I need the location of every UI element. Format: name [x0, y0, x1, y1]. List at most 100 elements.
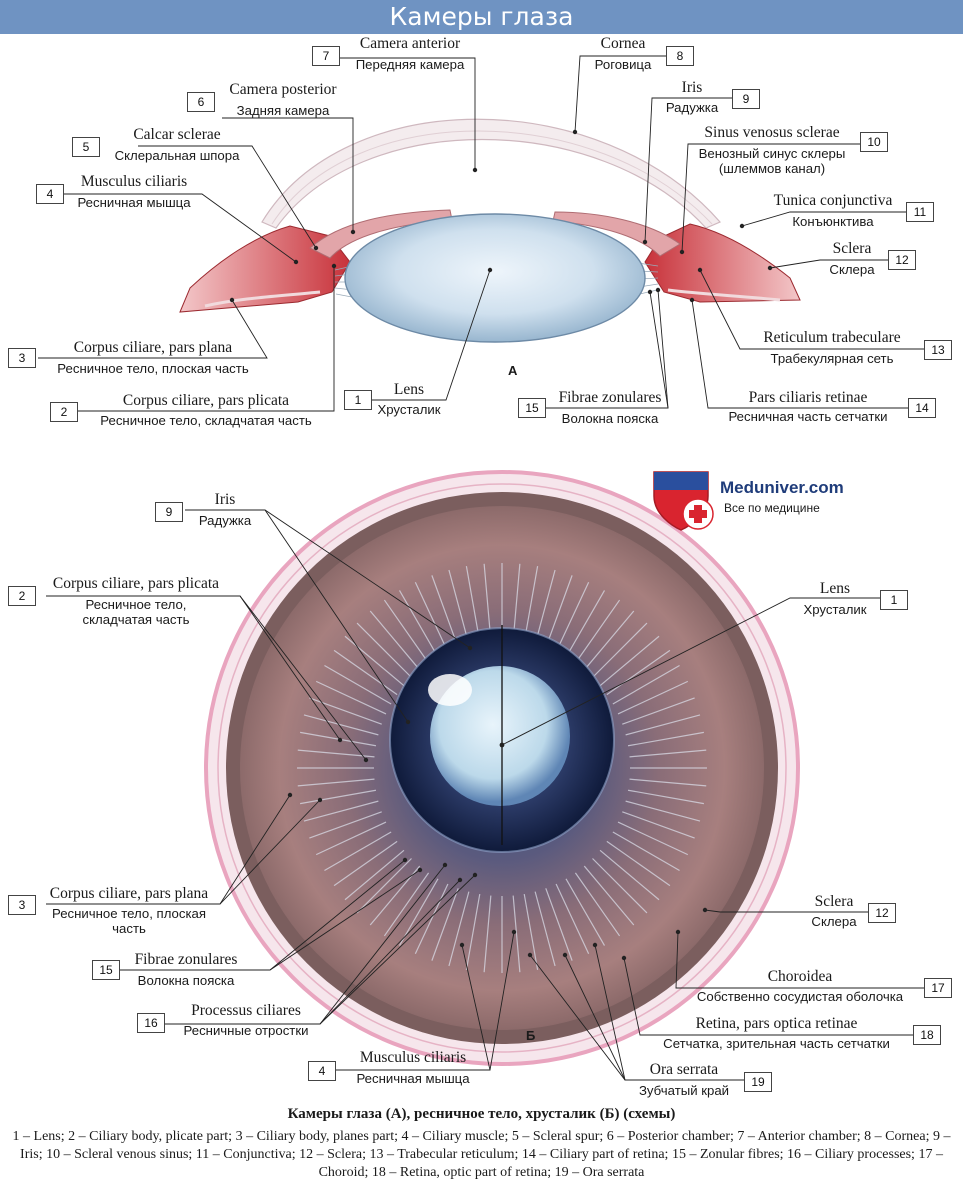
label-russian-line2: (шлеммов канал) [718, 161, 826, 176]
label-russian: Ресничная часть сетчатки [728, 409, 888, 424]
ciliary-process-line [545, 888, 573, 961]
label-latin: Camera posterior [229, 81, 337, 98]
ciliary-process-line [612, 831, 680, 872]
label-russian: Ресничная мышца [356, 1071, 470, 1086]
label-number: 17 [924, 978, 952, 998]
label-russian: Склера [811, 914, 857, 929]
label-russian: Волокна пояска [137, 973, 235, 988]
label-russian: Склера [829, 262, 875, 277]
label-russian: Волокна пояска [561, 411, 659, 426]
label-latin: Cornea [600, 35, 646, 52]
label-number: 12 [888, 250, 916, 270]
ciliary-process-line [465, 566, 481, 643]
label-latin: Corpus ciliare, pars plana [73, 339, 233, 356]
label-russian: Передняя камера [355, 57, 465, 72]
figure-letter-a: A [508, 363, 518, 378]
label-russian: Ресничное тело, [85, 597, 187, 612]
ciliary-process-line [383, 599, 430, 664]
ciliary-process-line [592, 622, 648, 678]
iris-left-shape [309, 209, 453, 259]
ciliary-process-line [627, 731, 704, 747]
label-russian: Трабекулярная сеть [770, 351, 894, 366]
ciliary-process-line [309, 811, 382, 839]
header-bar [0, 0, 963, 34]
label-number: 7 [312, 46, 340, 66]
label-russian: Ресничное тело, складчатая часть [100, 413, 312, 428]
label-number: 14 [908, 398, 936, 418]
label-latin: Lens [819, 580, 851, 597]
label-russian: Задняя камера [236, 103, 330, 118]
ciliary-process-line [356, 622, 412, 678]
ciliary-process-line [523, 566, 539, 643]
label-latin: Retina, pars optica retinae [695, 1015, 858, 1032]
label-russian: Конъюнктива [792, 214, 874, 229]
ciliary-process-line [512, 895, 521, 973]
label-number: 5 [72, 137, 100, 157]
ciliary-process-line [606, 840, 671, 887]
ciliary-process-line [523, 893, 539, 970]
label-latin: Sclera [814, 893, 854, 910]
label-latin: Corpus ciliare, pars plicata [52, 575, 220, 592]
ciliary-process-line [599, 635, 660, 687]
ciliary-process-line [324, 664, 392, 705]
ciliary-process-line [303, 800, 379, 822]
label-latin: Corpus ciliare, pars plicata [122, 392, 290, 409]
ciliary-process-line [344, 849, 405, 901]
label-russian: Радужка [198, 513, 252, 528]
ciliary-process-line [398, 590, 439, 658]
lens-shape [344, 213, 646, 343]
ciliary-process-line [315, 680, 387, 715]
label-number: 13 [924, 340, 952, 360]
label-number: 4 [308, 1061, 336, 1081]
label-number: 18 [913, 1025, 941, 1045]
label-number: 19 [744, 1072, 772, 1092]
ciliary-process-line [300, 789, 377, 805]
label-latin: Musculus ciliaris [359, 1049, 467, 1066]
figure-b-frontal-view [46, 470, 924, 1081]
page-title: Камеры глаза [389, 2, 574, 31]
ciliary-process-line [333, 840, 398, 887]
ciliary-process-line [599, 849, 660, 901]
caption-legend: 1 – Lens; 2 – Ciliary body, plicate part… [12, 1129, 951, 1180]
ciliary-process-line [333, 649, 398, 696]
ciliary-process-line [465, 893, 481, 970]
label-latin: Processus ciliares [191, 1002, 301, 1019]
label-number: 6 [187, 92, 215, 112]
ciliary-process-line [627, 789, 704, 805]
sclera-right-shape [644, 223, 801, 303]
label-number: 9 [155, 502, 183, 522]
ciliary-process-line [565, 878, 606, 946]
label-latin: Ora serrata [649, 1061, 719, 1078]
label-number: 12 [868, 903, 896, 923]
logo-name: Meduniver.com [720, 478, 844, 497]
ciliary-process-line [625, 714, 701, 736]
ciliary-process-line [534, 891, 556, 967]
label-number: 15 [518, 398, 546, 418]
label-number: 1 [880, 590, 908, 610]
ciliary-process-line [574, 599, 621, 664]
meduniver-logo[interactable]: Meduniver.com Все по медицине [648, 466, 958, 532]
label-number: 2 [8, 586, 36, 606]
ciliary-process-line [297, 749, 375, 758]
ciliary-process-line [315, 821, 387, 856]
label-russian: Сетчатка, зрительная часть сетчатки [663, 1036, 890, 1051]
ciliary-process-line [383, 872, 430, 937]
label-latin: Pars ciliaris retinae [748, 389, 868, 406]
ciliary-processes-b [297, 563, 707, 973]
label-latin: Corpus ciliare, pars plana [49, 885, 209, 902]
ciliary-process-line [303, 714, 379, 736]
ciliary-process-line [617, 821, 689, 856]
ciliary-process-line [414, 883, 449, 955]
label-russian: Зубчатый край [638, 1083, 730, 1098]
ciliary-process-line [583, 865, 635, 926]
logo-tagline: Все по медицине [724, 501, 820, 515]
label-russian: Хрусталик [377, 402, 441, 417]
label-latin: Sclera [832, 240, 872, 257]
label-number: 3 [8, 895, 36, 915]
label-latin: Calcar sclerae [133, 126, 221, 143]
leader-lines-a [38, 55, 924, 412]
leader-lines-b [46, 509, 924, 1081]
ciliary-process-line [612, 664, 680, 705]
label-russian-line2: складчатая часть [82, 612, 190, 627]
label-latin: Iris [681, 79, 703, 96]
